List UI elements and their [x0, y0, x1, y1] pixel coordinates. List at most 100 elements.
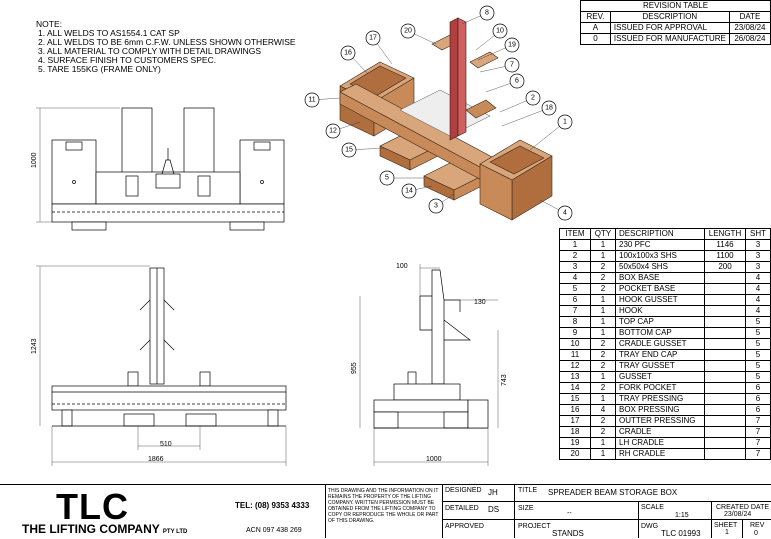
title-label: TITLE: [518, 487, 538, 494]
balloon-label: 2: [531, 95, 535, 102]
balloon-item: 7: [479, 57, 520, 73]
balloon-item: 2: [499, 90, 541, 113]
dim-side-offset: 130: [474, 299, 486, 306]
detailed-value: DS: [488, 505, 500, 514]
note-line: 4. SURFACE FINISH TO CUSTOMERS SPEC.: [38, 55, 217, 65]
title-block: [0, 484, 771, 539]
front-box-right: [239, 139, 285, 205]
company-name: THE LIFTING COMPANY PTY LTD: [22, 522, 187, 536]
rev-value: 0: [754, 530, 758, 537]
scale-label: SCALE: [641, 504, 664, 511]
balloon-label: 17: [369, 35, 377, 42]
balloon-label: 10: [496, 28, 504, 35]
sheet-label: SHEET: [714, 522, 738, 529]
project-label: PROJECT: [518, 523, 551, 530]
scale-value: 1:15: [675, 512, 689, 519]
balloon-item: 12: [325, 121, 361, 139]
approved-label: APPROVED: [445, 523, 484, 530]
rev-cell: 0: [580, 33, 611, 45]
title-value: SPREADER BEAM STORAGE BOX: [548, 488, 678, 497]
balloon-label: 4: [563, 210, 567, 217]
dim-elev-width: 1866: [148, 456, 164, 463]
size-value: --: [567, 510, 572, 517]
project-value: STANDS: [552, 529, 584, 538]
detailed-label: DETAILED: [445, 505, 479, 512]
bom-cell: 6: [745, 393, 771, 405]
note-line: 1. ALL WELDS TO AS1554.1 CAT SP: [38, 28, 180, 38]
balloon-label: 5: [385, 175, 389, 182]
balloon-label: 15: [345, 147, 353, 154]
balloon-label: 18: [545, 105, 553, 112]
note-line: 5. TARE 155KG (FRAME ONLY): [38, 64, 161, 74]
revision-row: 0 ISSUED FOR MANUFACTURE 26/08/24: [580, 33, 771, 45]
balloon-item: 16: [340, 45, 369, 75]
company-logo: TLC: [56, 486, 129, 527]
drawing-canvas: 1000 1243 510 1866: [31, 5, 573, 466]
bom-cell: 20: [559, 448, 591, 460]
created-value: 23/08/24: [724, 511, 752, 518]
bom-cell: 1: [590, 448, 616, 460]
company-pty: PTY LTD: [162, 529, 188, 535]
sheet-value: 1: [725, 529, 729, 536]
elevation-view: 1243 510 1866: [31, 265, 287, 466]
bom-cell: 4: [745, 272, 771, 284]
balloon-label: 20: [404, 28, 412, 35]
balloon-item: 15: [341, 142, 385, 158]
company-acn: ACN 097 438 269: [246, 527, 302, 534]
balloon-item: 4: [539, 199, 573, 221]
dwg-label: DWG: [641, 523, 659, 530]
balloon-label: 7: [510, 62, 514, 69]
balloon-label: 3: [434, 203, 438, 210]
balloon-item: 5: [379, 170, 424, 186]
side-view: 100 130 955 743 1000: [351, 263, 508, 466]
dim-side-inner-height: 743: [501, 374, 508, 386]
balloon-label: 8: [485, 10, 489, 17]
balloon-item: 11: [304, 92, 341, 108]
created-label: CREATED DATE: [716, 504, 770, 511]
front-upright-right: [183, 107, 215, 175]
rev-label: REV: [750, 522, 765, 529]
balloon-item: 14: [401, 183, 433, 199]
company-full-name: THE LIFTING COMPANY: [22, 522, 160, 536]
balloon-item: 10: [475, 23, 508, 51]
balloon-label: 11: [308, 97, 315, 104]
designed-label: DESIGNED: [445, 487, 482, 494]
balloon-label: 1: [563, 119, 567, 126]
notes-heading: NOTE:: [36, 19, 62, 29]
isometric-view: [339, 17, 553, 221]
size-label: SIZE: [518, 505, 534, 512]
dim-side-width: 1000: [426, 456, 442, 463]
rev-cell: 26/08/24: [728, 33, 771, 45]
balloon-item: 17: [365, 30, 393, 65]
revision-table: REVISION TABLE REV. DESCRIPTION DATE A I…: [580, 0, 771, 45]
bom-cell: 5: [745, 338, 771, 350]
balloon-item: 18: [501, 100, 557, 127]
balloon-item: 3: [428, 193, 455, 214]
front-view: 1000: [31, 107, 285, 231]
balloon-label: 16: [344, 50, 352, 57]
balloon-label: 12: [329, 128, 337, 135]
dim-elev-height: 1243: [31, 338, 38, 354]
front-upright-left: [121, 107, 153, 175]
balloon-item: 20: [400, 23, 437, 45]
note-line: 3. ALL MATERIAL TO COMPLY WITH DETAIL DR…: [38, 46, 262, 56]
note-line: 2. ALL WELDS TO BE 6mm C.F.W. UNLESS SHO…: [38, 37, 296, 47]
dim-side-height: 955: [351, 362, 358, 374]
balloon-item: 19: [477, 37, 520, 61]
bom-cell: 7: [745, 448, 771, 460]
balloon-item: 1: [529, 114, 573, 151]
balloon-label: 14: [405, 188, 413, 195]
